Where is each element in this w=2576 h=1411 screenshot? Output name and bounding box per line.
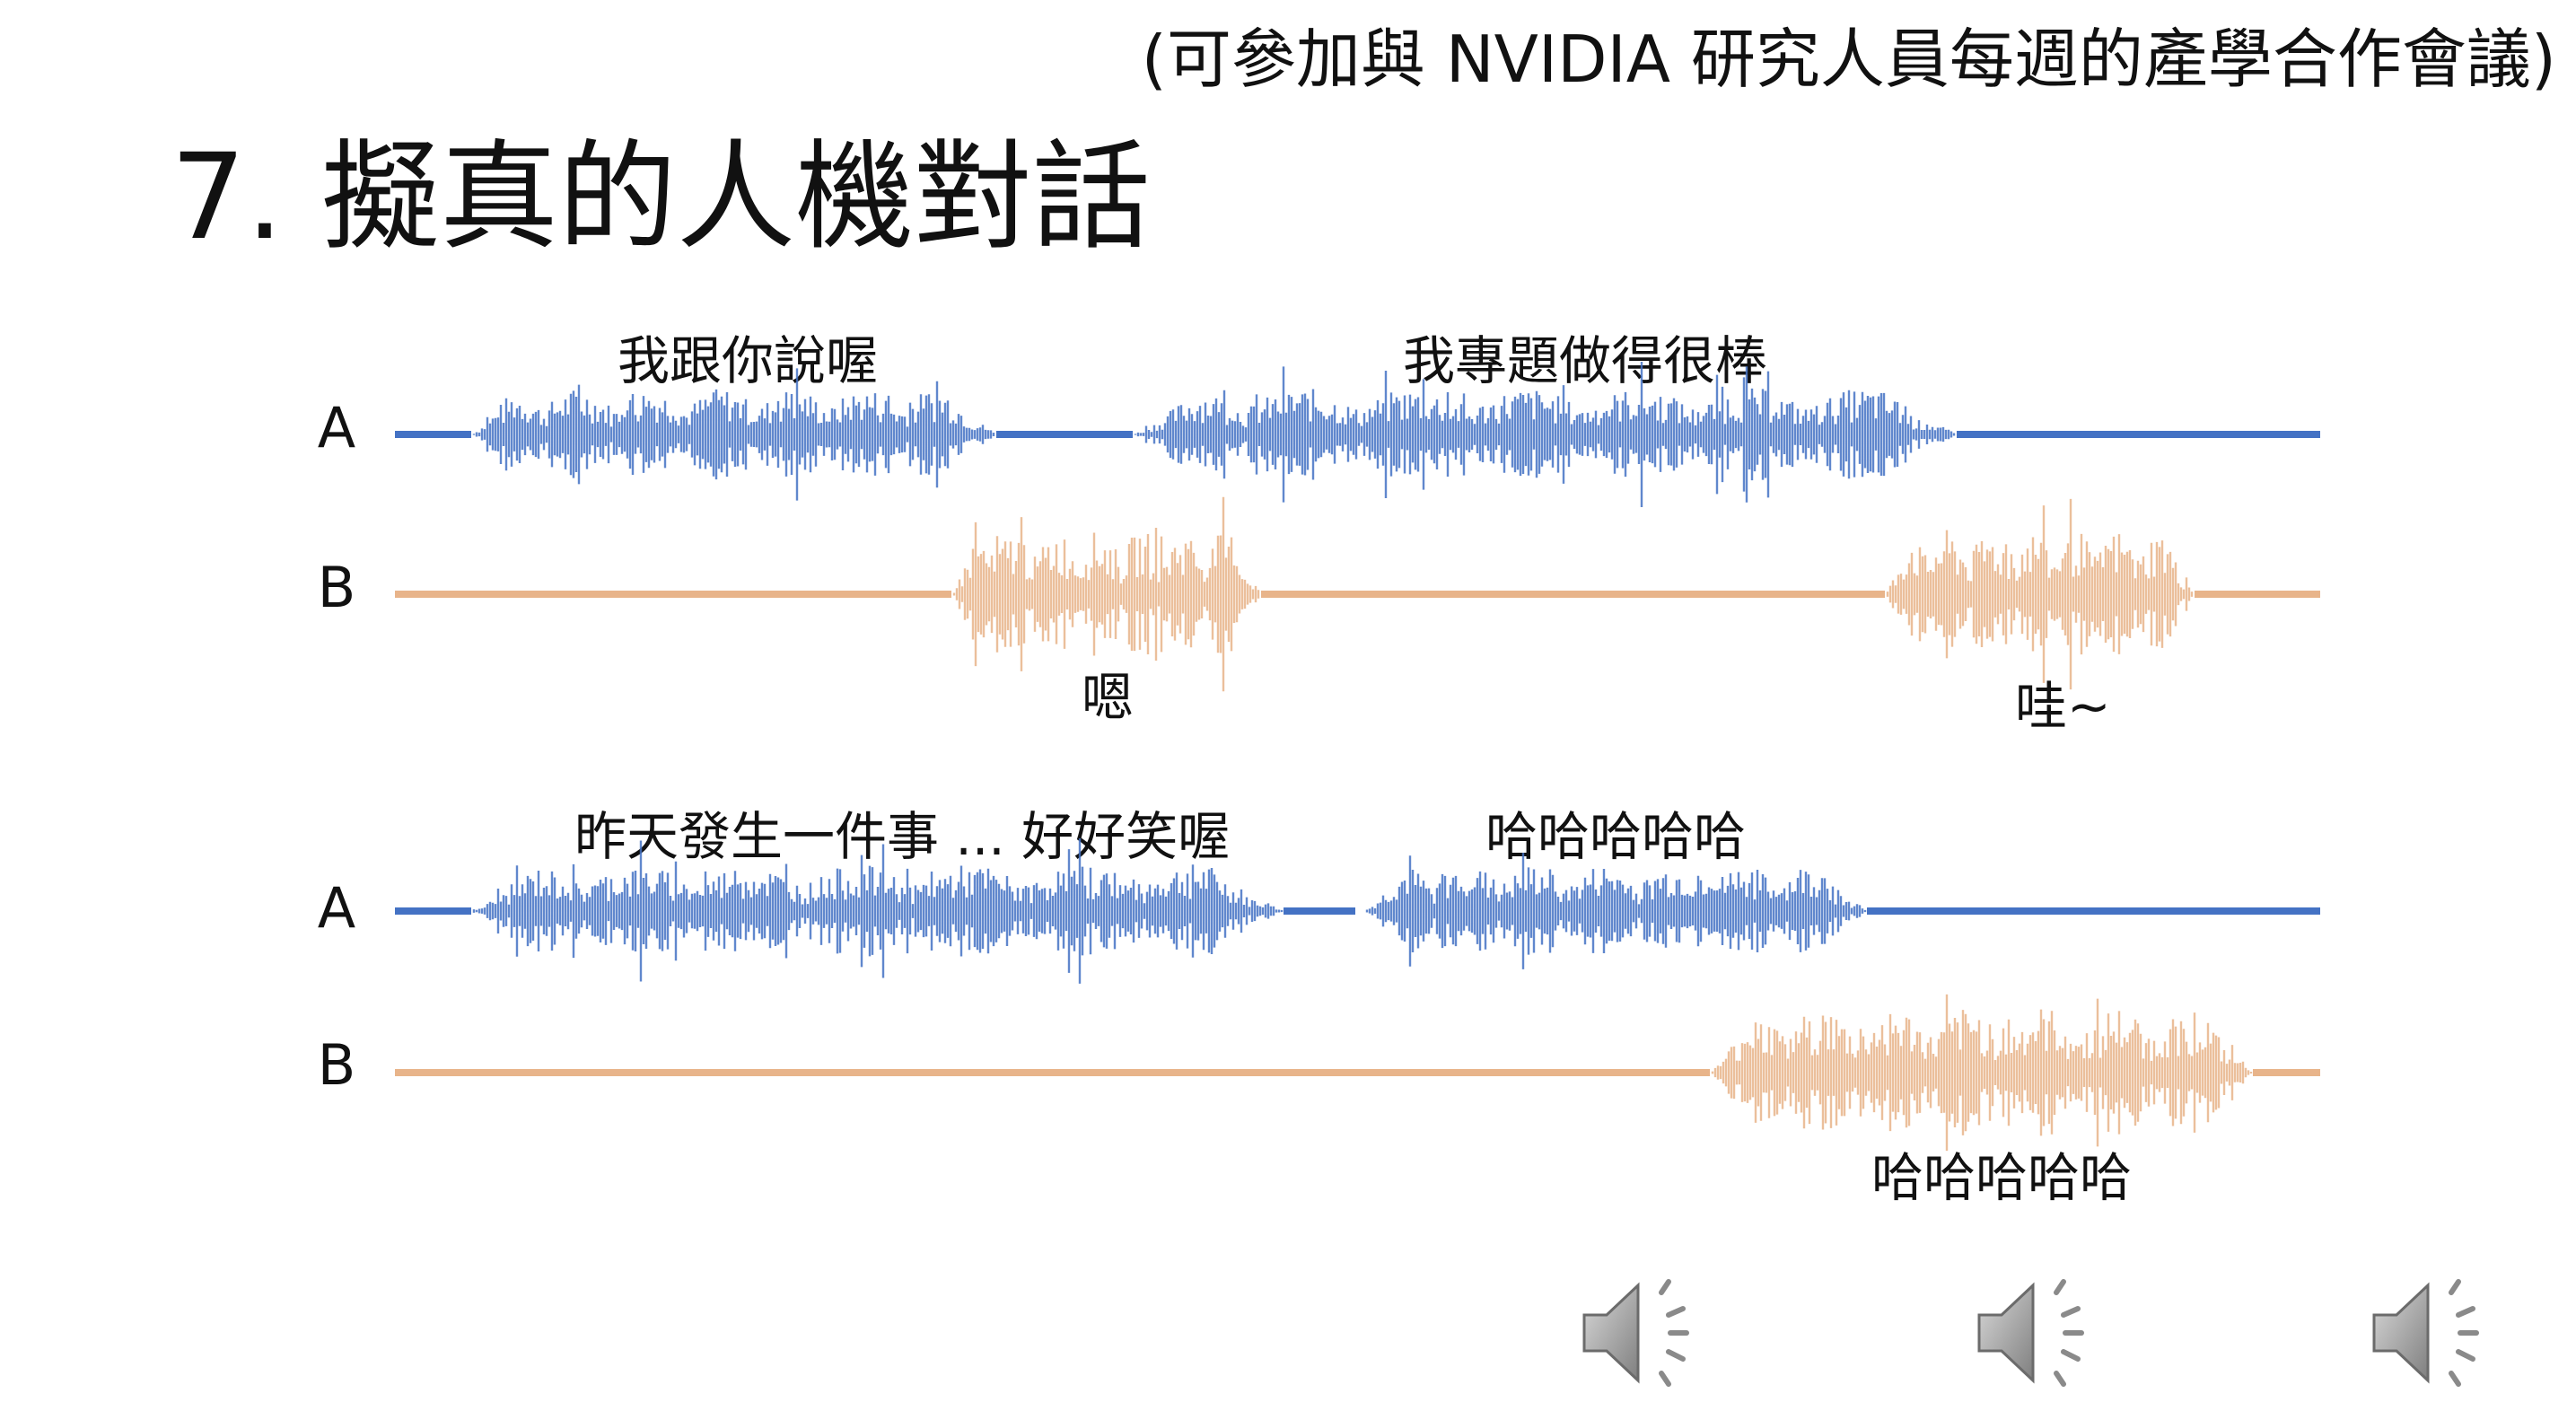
ex2-b-waveform-1 (1711, 994, 2253, 1152)
speaker-icon-graphic (1977, 1279, 2084, 1387)
ex1-b-waveform-2 (1886, 498, 2194, 690)
ex1-b-backchannel-2: 哇~ (2015, 676, 2111, 737)
ex1-a-waveform-1 (472, 368, 995, 501)
speaker-icon-graphic (1582, 1279, 1689, 1387)
speaker-icon[interactable] (1970, 1266, 2114, 1400)
ex2-speaker-b-label: B (317, 1032, 356, 1098)
ex1-a-utterance-1: 我跟你說喔 (618, 330, 879, 391)
ex1-speaker-a-label: A (317, 395, 356, 460)
speaker-icon[interactable] (2365, 1266, 2509, 1400)
ex2-a-utterance-2: 哈哈哈哈哈 (1485, 806, 1747, 867)
slide-title: 7. 擬真的人機對話 (171, 128, 1151, 267)
ex2-speaker-a-label: A (317, 875, 356, 941)
header-note: (可參加與 NVIDIA 研究人員每週的產學合作會議) (1141, 22, 2556, 97)
ex2-a-waveform-2 (1365, 853, 1867, 969)
speaker-icon[interactable] (1575, 1266, 1719, 1400)
ex2-a-utterance-1: 昨天發生一件事 ... 好好笑喔 (574, 806, 1231, 867)
ex1-a-waveform-2 (1134, 362, 1956, 507)
ex1-a-utterance-2: 我專題做得很棒 (1403, 330, 1768, 391)
speaker-icon-graphic (2372, 1279, 2479, 1387)
ex1-speaker-b-label: B (317, 555, 356, 620)
ex2-a-waveform-1 (472, 838, 1284, 984)
ex1-b-backchannel-1: 嗯 (1082, 667, 1135, 728)
ex2-b-utterance-1: 哈哈哈哈哈 (1871, 1147, 2133, 1208)
ex1-b-waveform-1 (952, 496, 1260, 692)
